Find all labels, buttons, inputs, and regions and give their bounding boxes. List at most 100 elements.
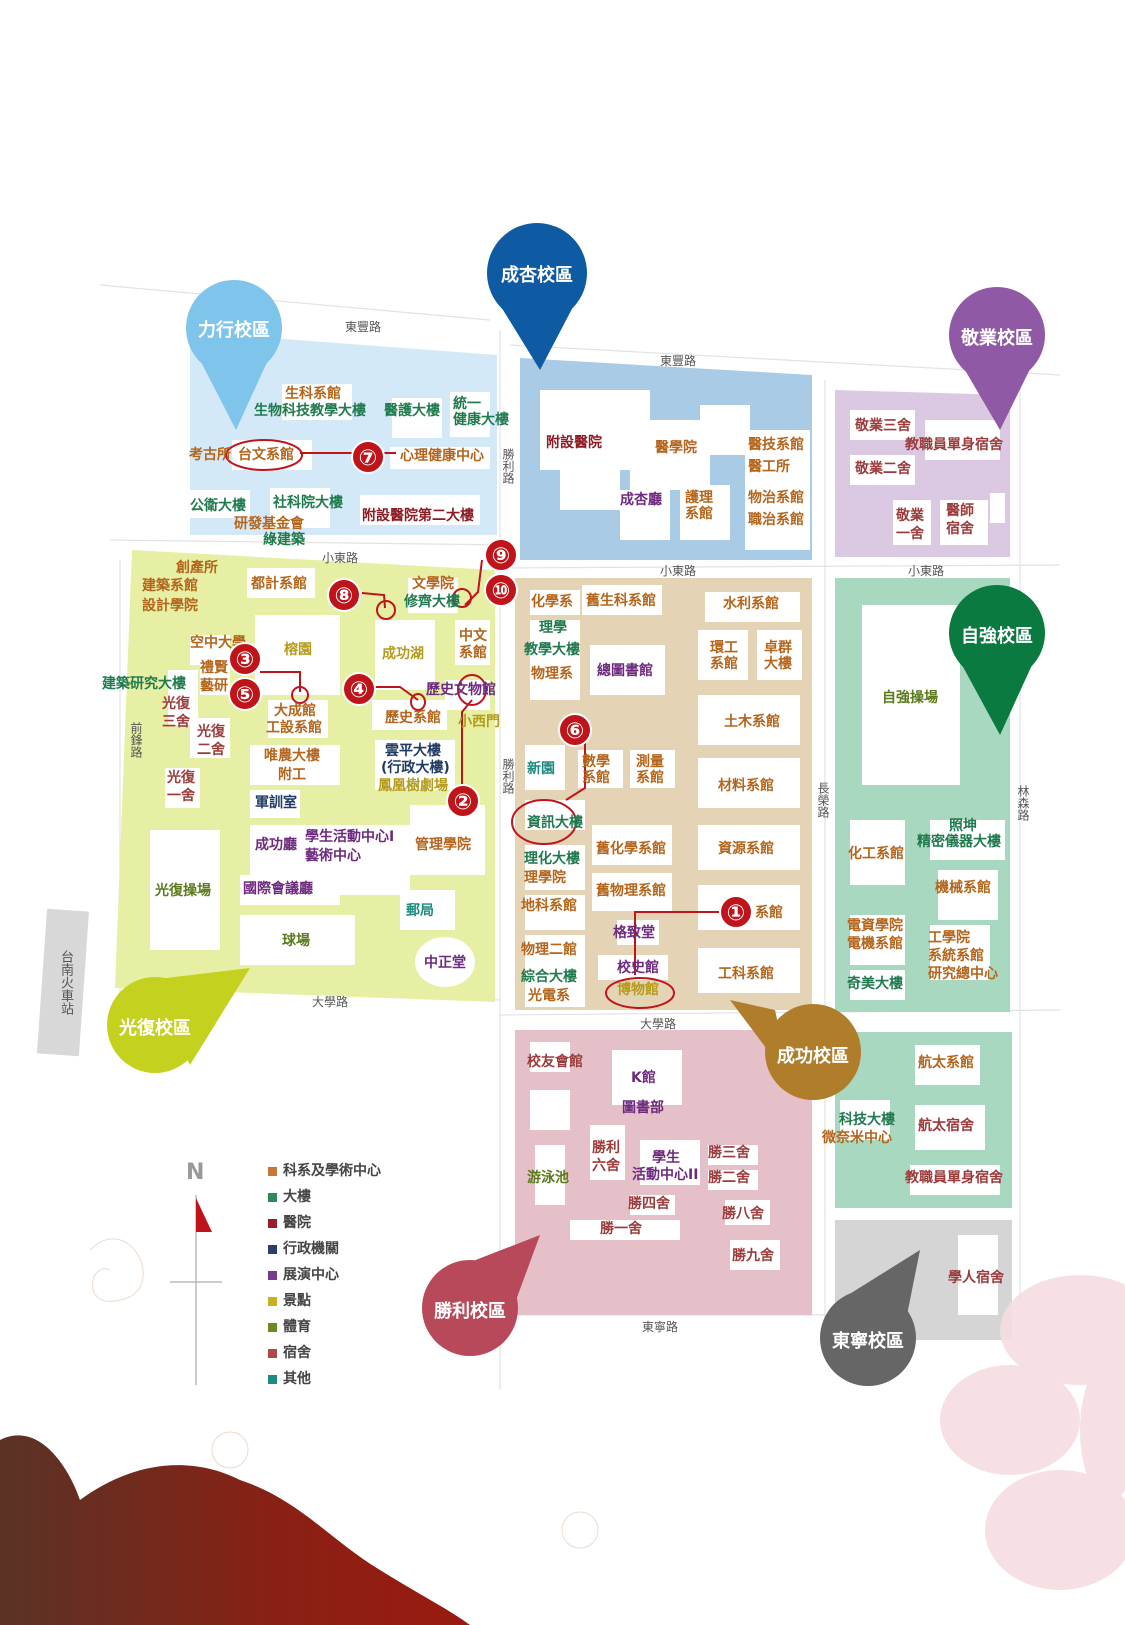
building-label[interactable]: 附設醫院第二大樓 — [362, 508, 474, 524]
building-label[interactable]: 中正堂 — [424, 955, 466, 971]
building-label[interactable]: 環工 — [710, 640, 738, 656]
building-label[interactable]: 物理系 — [531, 666, 573, 682]
building-label[interactable]: 成杏廳 — [620, 492, 662, 508]
building-label[interactable]: 電機系館 — [847, 936, 903, 952]
building-label[interactable]: 綜合大樓 — [521, 969, 577, 985]
building-label[interactable]: 系館 — [459, 645, 487, 661]
building-label[interactable]: 大成館 — [274, 703, 316, 719]
building-label[interactable]: 成功廳 — [255, 837, 297, 853]
marker-5[interactable]: ⑤ — [228, 677, 262, 711]
building-label[interactable]: 小西門 — [458, 714, 500, 730]
campus-label-jingye[interactable]: 敬業校區 — [961, 328, 1033, 349]
marker-3[interactable]: ③ — [228, 642, 262, 676]
building-label[interactable]: 光復 — [167, 770, 195, 786]
building-label[interactable]: 精密儀器大樓 — [917, 834, 1001, 850]
building-label[interactable]: 機械系館 — [935, 880, 991, 896]
building-label[interactable]: 系館 — [685, 506, 713, 522]
building-label[interactable]: 水利系館 — [723, 596, 779, 612]
building-label[interactable]: 校友會館 — [527, 1054, 583, 1070]
building-label[interactable]: 大樓 — [764, 656, 792, 672]
building-label[interactable]: 地科系館 — [521, 898, 577, 914]
building-label[interactable]: 奇美大樓 — [847, 976, 903, 992]
building-label[interactable]: 敬業三舍 — [855, 418, 911, 434]
building-label[interactable]: 管理學院 — [415, 837, 471, 853]
building-label[interactable]: 藝研 — [200, 678, 228, 694]
building-label[interactable]: 創產所 — [176, 560, 218, 576]
marker-9[interactable]: ⑨ — [484, 538, 518, 572]
building-label[interactable]: 勝八舍 — [722, 1206, 764, 1222]
building-label[interactable]: 光復 — [162, 696, 190, 712]
building-label[interactable]: 學生 — [652, 1150, 680, 1166]
campus-label-kuangfu[interactable]: 光復校區 — [119, 1018, 191, 1039]
building-label[interactable]: 敬業 — [896, 508, 924, 524]
building-label[interactable]: 系館 — [636, 770, 664, 786]
building-label[interactable]: 醫學院 — [655, 440, 697, 456]
building-label[interactable]: 系館 — [582, 770, 610, 786]
marker-10[interactable]: ⑩ — [484, 573, 518, 607]
building-label[interactable]: 土木系館 — [724, 714, 780, 730]
building-label[interactable]: 微奈米中心 — [822, 1130, 892, 1146]
building-label[interactable]: 修齊大樓 — [404, 594, 460, 610]
building-label[interactable]: 教學大樓 — [524, 642, 580, 658]
building-label[interactable]: 都計系館 — [251, 576, 307, 592]
building-label[interactable]: 社科院大樓 — [273, 495, 343, 511]
building-label[interactable]: 統一 — [453, 396, 481, 412]
building-label[interactable]: 活動中心II — [632, 1167, 699, 1183]
building-label[interactable]: 理學院 — [524, 870, 566, 886]
building-label[interactable]: 附設醫院 — [546, 435, 602, 451]
building-label[interactable]: 圖書部 — [622, 1100, 664, 1116]
building-label[interactable]: 二舍 — [197, 742, 225, 758]
building-label[interactable]: K館 — [631, 1070, 656, 1086]
building-label[interactable]: 成功湖 — [382, 646, 424, 662]
building-label[interactable]: 資訊大樓 — [527, 815, 583, 831]
building-label[interactable]: 教職員單身宿舍 — [905, 1170, 1003, 1186]
building-label[interactable]: 總圖書館 — [597, 663, 653, 679]
building-label[interactable]: 測量 — [636, 754, 664, 770]
building-label[interactable]: (行政大樓) — [381, 760, 450, 776]
building-label[interactable]: 物治系館 — [748, 490, 804, 506]
building-label[interactable]: 舊生科系館 — [586, 593, 656, 609]
building-label[interactable]: 光復 — [197, 724, 225, 740]
building-label[interactable]: 校史館 — [617, 960, 659, 976]
building-label[interactable]: 榕園 — [284, 642, 312, 658]
building-label[interactable]: 勝四舍 — [628, 1196, 670, 1212]
building-label[interactable]: 自強操場 — [882, 690, 938, 706]
building-label[interactable]: 設計學院 — [142, 598, 198, 614]
building-label[interactable]: 中文 — [459, 628, 487, 644]
building-label[interactable]: 化學系 — [531, 594, 573, 610]
building-label[interactable]: 護理 — [685, 490, 713, 506]
building-label[interactable]: 唯農大樓 — [264, 748, 320, 764]
building-label[interactable]: 卓群 — [764, 640, 792, 656]
building-label[interactable]: 禮賢 — [200, 660, 228, 676]
building-label[interactable]: 科技大樓 — [839, 1112, 895, 1128]
marker-4[interactable]: ④ — [342, 672, 376, 706]
marker-1[interactable]: ① — [719, 895, 753, 929]
building-label[interactable]: 國際會議廳 — [243, 881, 313, 897]
building-label[interactable]: 學人宿舍 — [948, 1270, 1004, 1286]
campus-label-lihsing[interactable]: 力行校區 — [198, 320, 270, 341]
marker-7[interactable]: ⑦ — [351, 440, 385, 474]
building-label[interactable]: 照坤 — [949, 818, 977, 834]
building-label[interactable]: 系館 — [710, 656, 738, 672]
building-label[interactable]: 游泳池 — [527, 1170, 569, 1186]
building-label[interactable]: 系館 — [755, 905, 783, 921]
building-label[interactable]: 勝一舍 — [600, 1221, 642, 1237]
building-label[interactable]: 舊物理系館 — [596, 883, 666, 899]
building-label[interactable]: 研究總中心 — [928, 966, 998, 982]
building-label[interactable]: 光電系 — [528, 988, 570, 1004]
building-label[interactable]: 心理健康中心 — [400, 448, 484, 464]
building-label[interactable]: 工設系館 — [266, 720, 322, 736]
building-label[interactable]: 球場 — [282, 933, 310, 949]
building-label[interactable]: 研發基金會 — [234, 516, 304, 532]
building-label[interactable]: 光復操場 — [155, 883, 211, 899]
building-label[interactable]: 航太宿舍 — [918, 1118, 974, 1134]
building-label[interactable]: 理化大樓 — [524, 851, 580, 867]
building-label[interactable]: 學生活動中心I — [305, 829, 395, 845]
marker-2[interactable]: ② — [446, 784, 480, 818]
building-label[interactable]: 六舍 — [592, 1158, 620, 1174]
building-label[interactable]: 醫師 — [946, 503, 974, 519]
campus-label-shengli[interactable]: 勝利校區 — [434, 1301, 506, 1322]
campus-label-tzuchiang[interactable]: 自強校區 — [961, 626, 1033, 647]
building-label[interactable]: 生物科技教學大樓 — [254, 403, 366, 419]
building-label[interactable]: 考古所 — [189, 447, 231, 463]
